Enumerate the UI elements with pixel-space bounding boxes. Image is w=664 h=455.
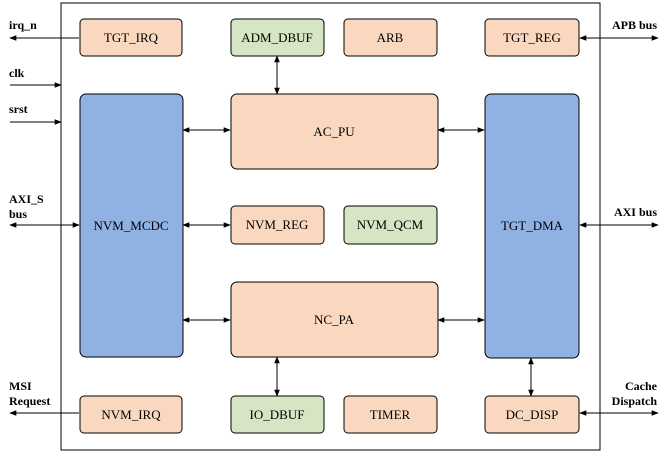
block-label: TIMER [370, 407, 411, 422]
block-nvm-irq: NVM_IRQ [79, 395, 183, 434]
blocks: TGT_IRQ ADM_DBUF ARB TGT_REG NVM_MCDC TG… [79, 18, 580, 434]
block-tgt-reg: TGT_REG [484, 18, 580, 57]
block-label: AC_PU [313, 124, 355, 139]
block-timer: TIMER [343, 395, 438, 434]
block-tgt-irq: TGT_IRQ [79, 18, 183, 57]
block-label: NVM_IRQ [101, 407, 161, 422]
block-label: IO_DBUF [250, 407, 305, 422]
block-arb: ARB [343, 18, 438, 57]
block-label: NVM_MCDC [93, 218, 168, 233]
block-nvm-qcm: NVM_QCM [343, 205, 438, 245]
block-io-dbuf: IO_DBUF [230, 395, 325, 434]
signal-irq-n: irq_n [9, 18, 37, 32]
block-label: ARB [377, 30, 404, 45]
block-ac-pu: AC_PU [230, 93, 439, 170]
block-label: TGT_REG [503, 30, 561, 45]
block-label: NC_PA [314, 312, 355, 327]
block-adm-dbuf: ADM_DBUF [230, 18, 325, 57]
signal-axi-bus: AXI bus [614, 205, 657, 219]
signal-labels: irq_n clk srst AXI_S bus MSI Request APB… [9, 18, 658, 408]
block-dc-disp: DC_DISP [484, 395, 580, 434]
block-tgt-dma: TGT_DMA [484, 93, 580, 359]
block-label: DC_DISP [506, 407, 559, 422]
block-nvm-mcdc: NVM_MCDC [79, 93, 184, 358]
block-label: NVM_QCM [357, 217, 424, 232]
block-label: ADM_DBUF [241, 30, 313, 45]
signal-axi-s-line2: bus [9, 207, 27, 221]
signal-msi-line2: Request [9, 394, 50, 408]
connectors [9, 35, 659, 416]
signal-clk: clk [9, 66, 25, 80]
block-label: NVM_REG [246, 217, 309, 232]
signal-cache-line1: Cache [625, 379, 658, 393]
signal-cache-line2: Dispatch [612, 394, 658, 408]
signal-axi-s-line1: AXI_S [9, 192, 44, 206]
block-nc-pa: NC_PA [230, 281, 439, 358]
block-label: TGT_DMA [501, 218, 564, 233]
signal-apb-bus: APB bus [612, 18, 657, 32]
signal-msi-line1: MSI [9, 379, 32, 393]
block-nvm-reg: NVM_REG [230, 205, 325, 245]
signal-srst: srst [9, 102, 28, 116]
block-label: TGT_IRQ [104, 30, 159, 45]
